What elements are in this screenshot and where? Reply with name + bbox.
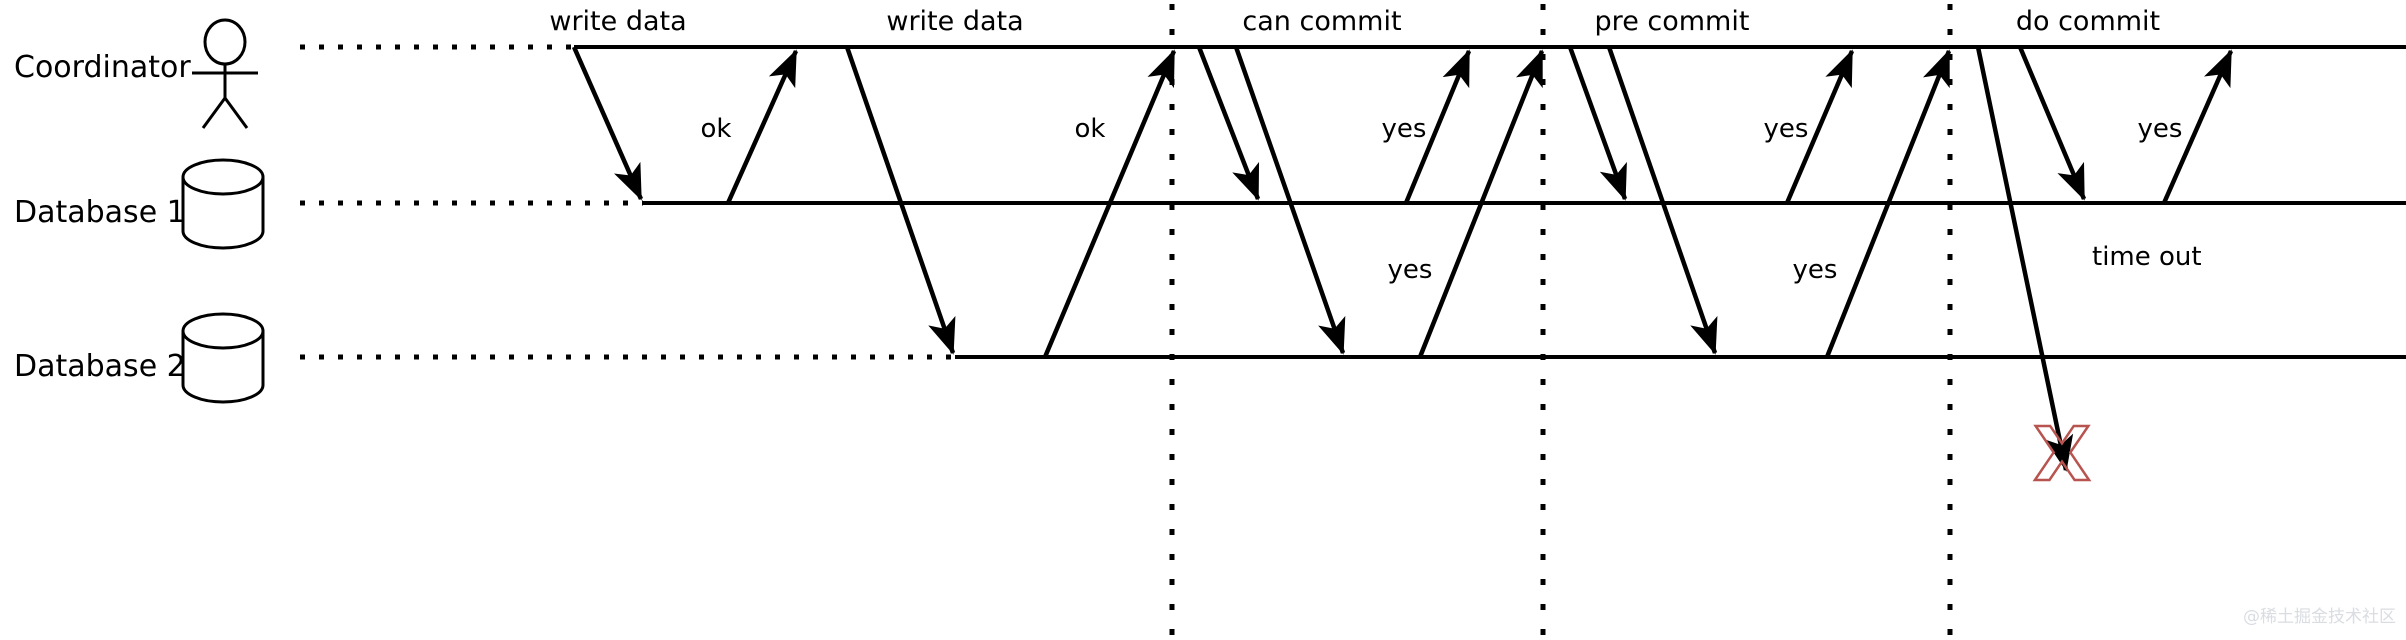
actor-labels: Coordinator Database 1 Database 2 xyxy=(14,50,191,384)
message-label-m11: yes xyxy=(1764,114,1809,144)
database-cylinder-icon-1 xyxy=(181,158,265,250)
message-label-m15: yes xyxy=(2138,114,2183,144)
message-arrow-m7 xyxy=(1403,49,1472,204)
phase-label-pre-commit: pre commit xyxy=(1595,6,1750,37)
message-label-m4: ok xyxy=(1075,114,1106,144)
timeout-annotation: time out X xyxy=(2032,242,2202,499)
phase-labels: write data write data can commit pre com… xyxy=(549,6,2160,37)
message-arrow-m1 xyxy=(571,46,644,201)
timeout-label: time out xyxy=(2092,242,2202,272)
message-arrow-m12 xyxy=(1824,49,1952,358)
message-label-m8: yes xyxy=(1388,255,1433,285)
actor-label-coordinator: Coordinator xyxy=(14,50,191,85)
message-arrow-m15 xyxy=(2161,49,2234,204)
message-arrow-m14 xyxy=(2017,46,2087,201)
message-arrow-m9 xyxy=(1567,46,1628,201)
message-arrows xyxy=(571,46,2234,472)
message-arrow-m6 xyxy=(1233,46,1346,355)
phase-label-write-data-1: write data xyxy=(549,6,686,37)
message-arrow-m3 xyxy=(844,46,956,355)
message-arrow-m11 xyxy=(1784,49,1855,204)
phase-separators xyxy=(1169,4,1953,640)
actor-label-database2: Database 2 xyxy=(14,349,186,384)
lifelines xyxy=(300,44,2406,360)
message-arrow-m5 xyxy=(1196,46,1261,201)
watermark: @稀土掘金技术社区 xyxy=(2243,607,2396,627)
message-arrow-m10 xyxy=(1606,46,1718,355)
stick-figure-icon xyxy=(192,18,258,129)
message-labels: ok ok yes yes yes yes yes xyxy=(701,114,2183,285)
message-arrow-m4 xyxy=(1042,49,1177,358)
message-label-m12: yes xyxy=(1793,255,1838,285)
actor-label-database1: Database 1 xyxy=(14,195,186,230)
message-arrow-m8 xyxy=(1417,49,1545,358)
message-label-m2: ok xyxy=(701,114,732,144)
phase-label-do-commit: do commit xyxy=(2016,6,2160,37)
message-arrow-m13-timeout xyxy=(1975,46,2074,472)
message-arrow-m2 xyxy=(725,49,799,204)
phase-label-can-commit: can commit xyxy=(1242,6,1401,37)
failure-x-icon: X xyxy=(2033,412,2090,498)
database-cylinder-icon-2 xyxy=(181,312,265,404)
message-label-m7: yes xyxy=(1382,114,1427,144)
phase-label-write-data-2: write data xyxy=(886,6,1023,37)
